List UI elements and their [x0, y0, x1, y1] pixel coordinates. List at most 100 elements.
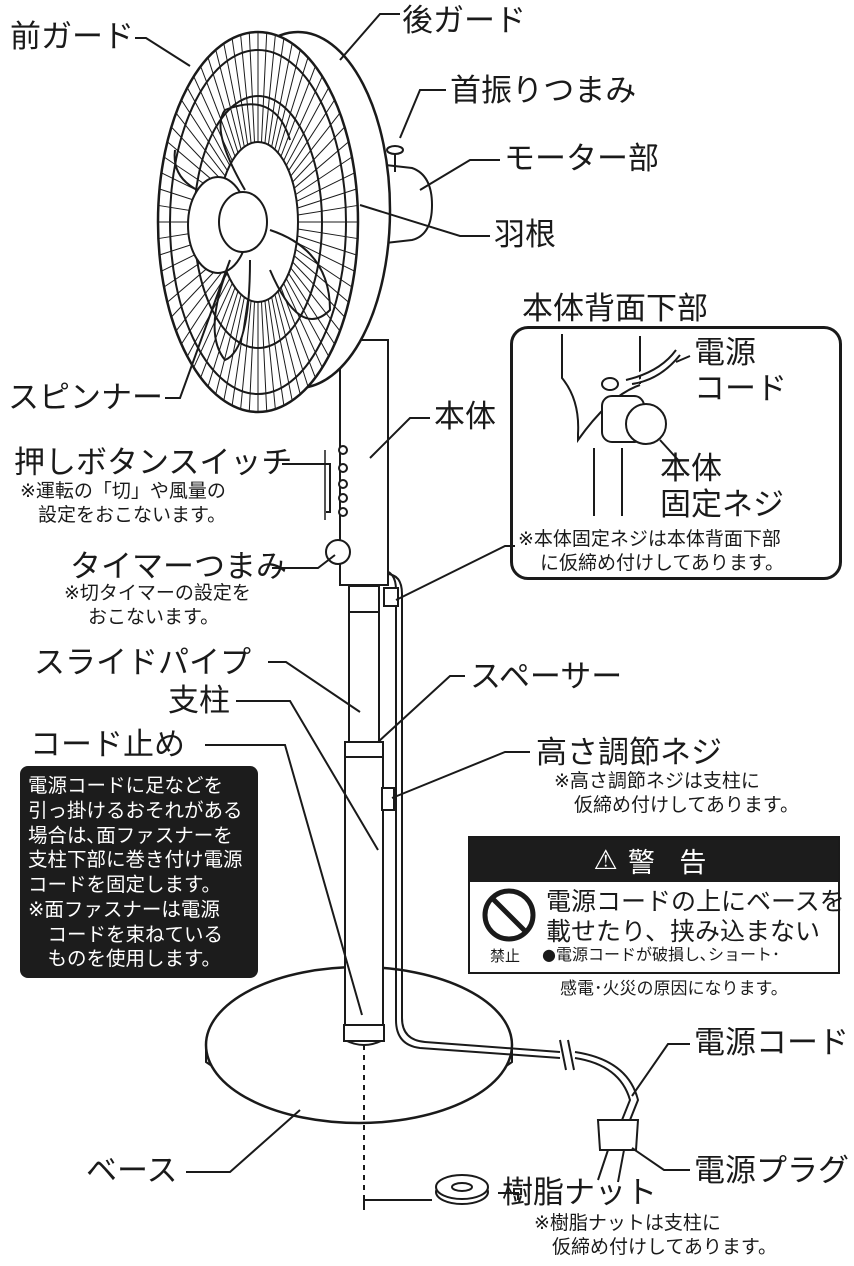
guard-spoke: [175, 267, 226, 332]
cord-note-box: 電源コードに足などを 引っ掛けるおそれがある 場合は､面ファスナーを 支柱下部に…: [20, 766, 258, 978]
guard-spoke: [240, 300, 252, 410]
guard-spoke: [296, 242, 355, 272]
guard-spoke: [292, 261, 345, 318]
inset-note-2: に仮締め付けしてあります。: [540, 552, 784, 574]
label-slide-pipe: スライドパイプ: [34, 645, 251, 681]
guard-spoke: [288, 99, 336, 171]
guard-spoke: [223, 43, 245, 147]
body-shape: [325, 339, 389, 586]
guard-spoke: [231, 299, 249, 406]
inset-cord-label-1: 電源: [694, 335, 756, 371]
guard-spoke: [215, 294, 242, 395]
guard-spoke: [193, 283, 233, 368]
cord-note-line: 引っ掛けるおそれがある: [28, 798, 243, 822]
guard-spoke: [295, 248, 353, 288]
guard-spoke: [293, 255, 349, 303]
label-cord-stopper: コード止め: [30, 727, 185, 763]
label-body: 本体: [434, 399, 496, 435]
inset-cord-label-2: コード: [694, 371, 787, 407]
guard-spoke: [171, 126, 224, 183]
label-base: ベース: [86, 1153, 178, 1189]
guard-spoke: [175, 112, 226, 177]
guard-spoke: [297, 204, 358, 216]
guard-spoke: [290, 112, 341, 177]
spinner-shape: [187, 176, 268, 274]
guard-spoke: [297, 235, 357, 256]
guard-spoke: [274, 294, 301, 395]
guard-spoke: [267, 38, 285, 145]
label-spacer: スペーサー: [470, 659, 623, 695]
label-push-button: 押しボタンスイッチ: [14, 445, 293, 481]
guard-spoke: [260, 32, 268, 143]
guard-spoke: [290, 267, 341, 332]
warning-box: ⚠ 警 告 禁止 電源コードの上にベースを 載せたり、挟み込まない ●電源コード…: [468, 836, 845, 974]
guard-spoke: [277, 57, 309, 153]
label-motor: モーター部: [504, 141, 659, 177]
cord-note-line: ※面ファスナーは電源: [28, 897, 220, 921]
guard-spoke: [200, 66, 236, 157]
guard-spoke: [248, 32, 256, 143]
guard-spoke: [292, 126, 345, 183]
pole-shape: [343, 571, 385, 1210]
warning-bullet-2: 感電･火災の原因になります。: [560, 979, 788, 999]
label-power-plug: 電源プラグ: [694, 1153, 849, 1189]
push-button-note-1: ※運転の「切」や風量の: [20, 480, 226, 502]
inset-note-1: ※本体固定ネジは本体背面下部: [518, 528, 781, 550]
guard-spoke: [283, 76, 323, 161]
label-resin-nut: 樹脂ナット: [502, 1175, 657, 1211]
warning-line-2: 載せたり、挟み込まない: [546, 917, 821, 946]
guard-spoke: [231, 38, 249, 145]
label-rear-guard: 後ガード: [402, 3, 526, 39]
cord-note-line: コードを固定します。: [28, 873, 222, 896]
guard-spoke: [274, 49, 301, 150]
height-note-2: 仮締め付けしてあります。: [574, 794, 799, 816]
label-front-guard: 前ガード: [10, 19, 134, 55]
guard-spoke: [297, 188, 357, 209]
guard-spoke: [215, 49, 242, 150]
warning-header: ⚠ 警 告: [470, 838, 838, 882]
timer-note-2: おこないます。: [88, 606, 220, 628]
guard-spoke: [271, 43, 293, 147]
warning-line-1: 電源コードの上にベースを: [546, 887, 845, 916]
guard-spoke: [248, 301, 256, 412]
prohibit-label: 禁止: [490, 947, 521, 965]
cord-note-line: コードを束ねている: [28, 922, 224, 946]
guard-spoke: [267, 299, 285, 406]
inset-screw-label-1: 本体: [660, 451, 722, 487]
guard-spoke: [240, 34, 252, 144]
timer-note-1: ※切タイマーの設定を: [64, 582, 251, 604]
guard-spoke: [283, 283, 323, 368]
inset-drawing: [561, 334, 691, 516]
label-spinner: スピンナー: [8, 380, 163, 416]
nut-note-2: 仮締め付けしてあります。: [552, 1236, 777, 1258]
guard-spoke: [297, 228, 358, 240]
guard-spoke: [285, 87, 330, 166]
prohibit-icon: [482, 888, 536, 942]
nut-shape: [435, 1174, 489, 1205]
nut-note-1: ※樹脂ナットは支柱に: [534, 1212, 721, 1234]
inset-screw-label-2: 固定ネジ: [660, 487, 784, 523]
guard-spoke: [193, 76, 233, 161]
label-oscillation-knob: 首振りつまみ: [450, 73, 637, 109]
guard-spoke: [264, 300, 276, 410]
blade-shape: [173, 103, 332, 362]
guard-spoke: [207, 291, 239, 387]
inset-title: 本体背面下部: [522, 291, 708, 327]
guard-spoke: [288, 273, 336, 345]
label-timer-knob: タイマーつまみ: [70, 549, 287, 585]
guard-spoke: [280, 66, 316, 157]
cord-note-line: 場合は､面ファスナーを: [28, 823, 233, 847]
guard-spoke: [296, 172, 355, 202]
leader-lines: [135, 13, 690, 1210]
guard-spoke: [207, 57, 239, 153]
cord-note-line: ものを使用します。: [28, 947, 222, 971]
inset-box: [510, 326, 842, 580]
label-power-cord: 電源コード: [694, 1025, 849, 1061]
warning-title: 警 告: [627, 847, 715, 879]
warning-triangle-icon: ⚠: [593, 844, 618, 876]
guard-spoke: [264, 34, 276, 144]
guard-spoke: [180, 99, 228, 171]
guard-spoke: [223, 297, 245, 401]
guard-spoke: [271, 297, 293, 401]
